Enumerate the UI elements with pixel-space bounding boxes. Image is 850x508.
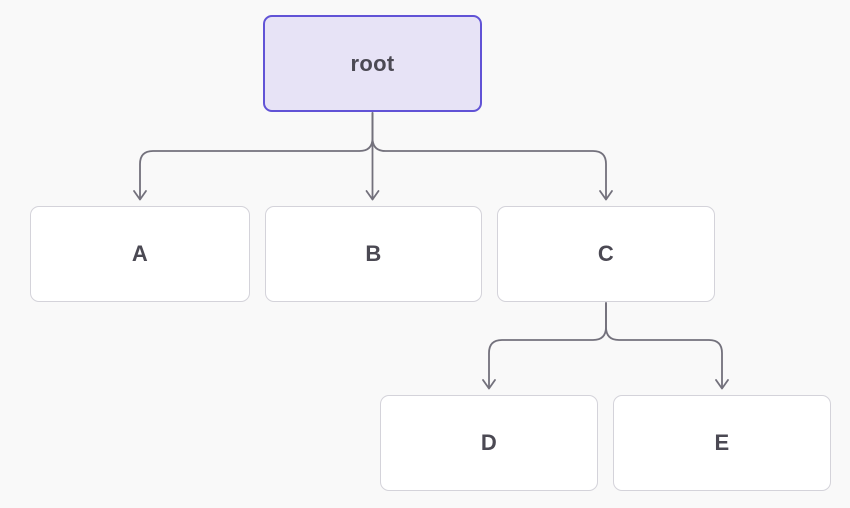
arrowhead-c xyxy=(599,190,613,201)
arrowhead-e xyxy=(715,379,729,390)
node-d[interactable]: D xyxy=(380,395,598,491)
node-a[interactable]: A xyxy=(30,206,250,302)
edge-root-a xyxy=(133,112,374,201)
node-d-label: D xyxy=(480,430,498,455)
arrowhead-d xyxy=(482,379,496,390)
node-e-label: E xyxy=(714,430,730,455)
edge-c-d xyxy=(482,302,607,390)
arrowhead-a xyxy=(133,190,147,201)
edge-root-c xyxy=(371,112,613,201)
edge-root-b xyxy=(365,112,380,201)
node-root-label: root xyxy=(350,50,395,76)
node-root[interactable]: root xyxy=(263,15,482,112)
node-b-label: B xyxy=(365,241,382,266)
node-e[interactable]: E xyxy=(613,395,831,491)
edge-c-e xyxy=(605,302,729,390)
node-b[interactable]: B xyxy=(265,206,482,302)
node-c-label: C xyxy=(597,241,615,266)
arrowhead-b xyxy=(365,190,380,201)
node-c[interactable]: C xyxy=(497,206,715,302)
node-a-label: A xyxy=(131,241,149,266)
